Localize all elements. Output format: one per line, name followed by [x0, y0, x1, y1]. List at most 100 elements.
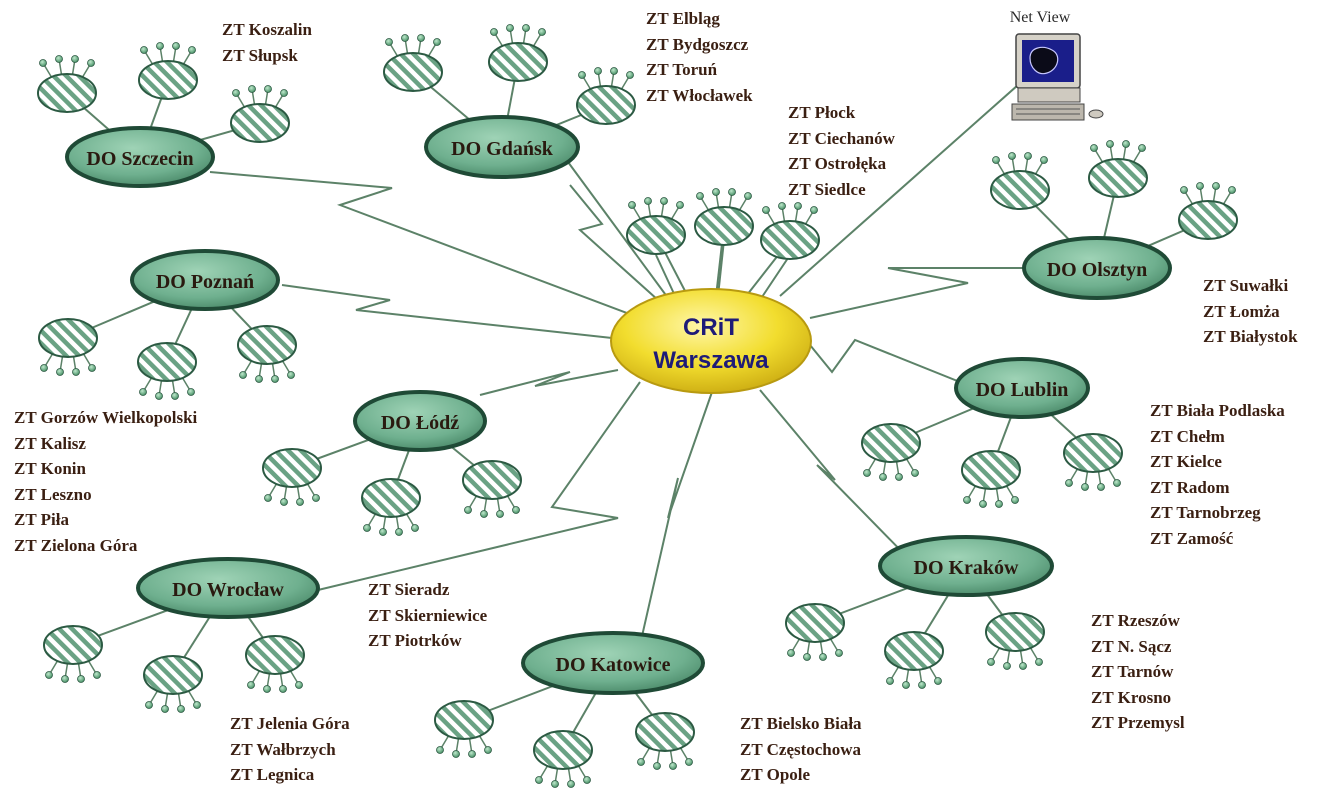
link-gdansk [567, 161, 669, 299]
hub-line2: Warszawa [653, 347, 769, 374]
zt-item: ZT Rzeszów [1091, 611, 1180, 630]
zt-list-szczecin: ZT Koszalin ZT Słupsk [222, 17, 312, 68]
zt-item: ZT Bielsko Biała [740, 714, 862, 733]
link-olsztyn [809, 267, 1025, 319]
leaf-node [488, 42, 548, 82]
zt-list-krakow: ZT Rzeszów ZT N. Sącz ZT Tarnów ZT Krosn… [1091, 608, 1185, 736]
zt-item: ZT Włocławek [646, 85, 753, 105]
leaf-node [785, 603, 845, 643]
do-gdansk: DO Gdańsk [424, 115, 580, 179]
tree-krakow [785, 565, 1045, 689]
leaf-node [138, 60, 198, 100]
zt-item: ZT Biała Podlaska [1150, 401, 1285, 420]
leaf-node [861, 423, 921, 463]
link-warszawa-local [569, 184, 659, 301]
zt-item: ZT Jelenia Góra [230, 714, 350, 733]
zt-item: ZT Piotrków [368, 631, 462, 651]
leaf-node [961, 450, 1021, 490]
link-krakow [759, 389, 914, 564]
leaf-node [533, 730, 593, 770]
leaf-node [1088, 158, 1148, 198]
zt-list-wroclaw: ZT Jelenia Góra ZT Wałbrzych ZT Legnica [230, 711, 350, 788]
leaf-connectors [232, 85, 288, 110]
tree-lodz [262, 420, 522, 536]
zt-item: ZT Zielona Góra [14, 535, 138, 555]
zt-item: ZT Toruń [646, 60, 718, 80]
netview-label: Net View [1010, 9, 1071, 26]
link-lodz [479, 369, 619, 396]
link-katowice [639, 391, 713, 646]
do-lublin-label: DO Lublin [976, 379, 1069, 401]
tree-wroclaw [43, 587, 305, 713]
leaf-node [230, 103, 290, 143]
do-katowice: DO Katowice [521, 631, 705, 695]
leaf-node [137, 342, 197, 382]
zt-list-lublin: ZT Biała Podlaska ZT Chełm ZT Kielce ZT … [1150, 398, 1285, 552]
tree-katowice [434, 662, 695, 788]
zt-list-olsztyn: ZT Suwałki ZT Łomża ZT Białystok [1203, 273, 1298, 350]
leaf-node [383, 52, 443, 92]
zt-item: ZT Sieradz [368, 580, 450, 599]
do-szczecin: DO Szczecin [65, 126, 215, 188]
zt-item: ZT Gorzów Wielkopolski [14, 408, 198, 427]
leaf-node [985, 612, 1045, 652]
leaf-node [1178, 200, 1238, 240]
zt-item: ZT Płock [788, 103, 856, 122]
zt-list-lodz: ZT Sieradz ZT Skierniewice ZT Piotrków [368, 577, 487, 654]
zt-item: ZT Koszalin [222, 20, 312, 39]
zt-item: ZT Słupsk [222, 45, 298, 65]
do-katowice-label: DO Katowice [556, 654, 671, 676]
do-szczecin-label: DO Szczecin [86, 148, 193, 170]
link-warszawa-local-b [717, 239, 725, 297]
leaf-node [884, 631, 944, 671]
leaf-node [262, 448, 322, 488]
leaf-node [43, 625, 103, 665]
leaf-node [760, 220, 820, 260]
zt-item: ZT Przemysl [1091, 713, 1185, 733]
link-warszawa-local-a [655, 254, 677, 299]
zt-item: ZT Białystok [1203, 327, 1298, 347]
leaf-node [635, 712, 695, 752]
zt-item: ZT Siedlce [788, 179, 866, 199]
link-szczecin [209, 171, 641, 319]
zt-item: ZT Ostrołęka [788, 154, 887, 174]
zt-item: ZT Elbląg [646, 9, 720, 28]
do-gdansk-label: DO Gdańsk [451, 138, 554, 160]
link-poznan [281, 284, 613, 339]
zt-list-gdansk: ZT Elbląg ZT Bydgoszcz ZT Toruń ZT Włocł… [646, 6, 753, 108]
leaf-node [576, 85, 636, 125]
link-wroclaw [317, 381, 641, 591]
netview-computer-icon: Net View [1010, 9, 1104, 121]
leaf-connectors [464, 493, 520, 518]
zt-item: ZT Opole [740, 765, 811, 785]
do-lublin: DO Lublin [954, 357, 1090, 419]
zt-item: ZT Leszno [14, 484, 92, 504]
leaf-node [1063, 433, 1123, 473]
zt-item: ZT Ciechanów [788, 128, 895, 148]
leaf-node [37, 73, 97, 113]
leaf-node [694, 206, 754, 246]
zt-list-poznan: ZT Gorzów Wielkopolski ZT Kalisz ZT Koni… [14, 405, 197, 559]
link-warszawa-local-c [759, 254, 791, 301]
leaf-node [990, 170, 1050, 210]
zt-item: ZT N. Sącz [1091, 636, 1172, 656]
zt-item: ZT Kielce [1150, 452, 1222, 472]
link-lublin [809, 338, 961, 383]
do-krakow-label: DO Kraków [914, 557, 1020, 579]
hub-crit-warszawa: CRiT Warszawa [610, 288, 812, 394]
leaf-connectors [139, 375, 195, 400]
do-lodz: DO Łódź [353, 390, 487, 452]
do-poznan-label: DO Poznań [156, 271, 254, 293]
do-olsztyn: DO Olsztyn [1022, 236, 1172, 300]
zt-item: ZT Konin [14, 459, 86, 479]
leaf-connectors [863, 456, 919, 481]
zt-item: ZT Radom [1150, 477, 1230, 497]
zt-item: ZT Legnica [230, 765, 315, 785]
leaf-node [434, 700, 494, 740]
leaf-node [361, 478, 421, 518]
leaf-node [626, 215, 686, 255]
zt-item: ZT Kalisz [14, 433, 86, 453]
zt-item: ZT Suwałki [1203, 276, 1289, 295]
zt-item: ZT Tarnów [1091, 662, 1174, 682]
